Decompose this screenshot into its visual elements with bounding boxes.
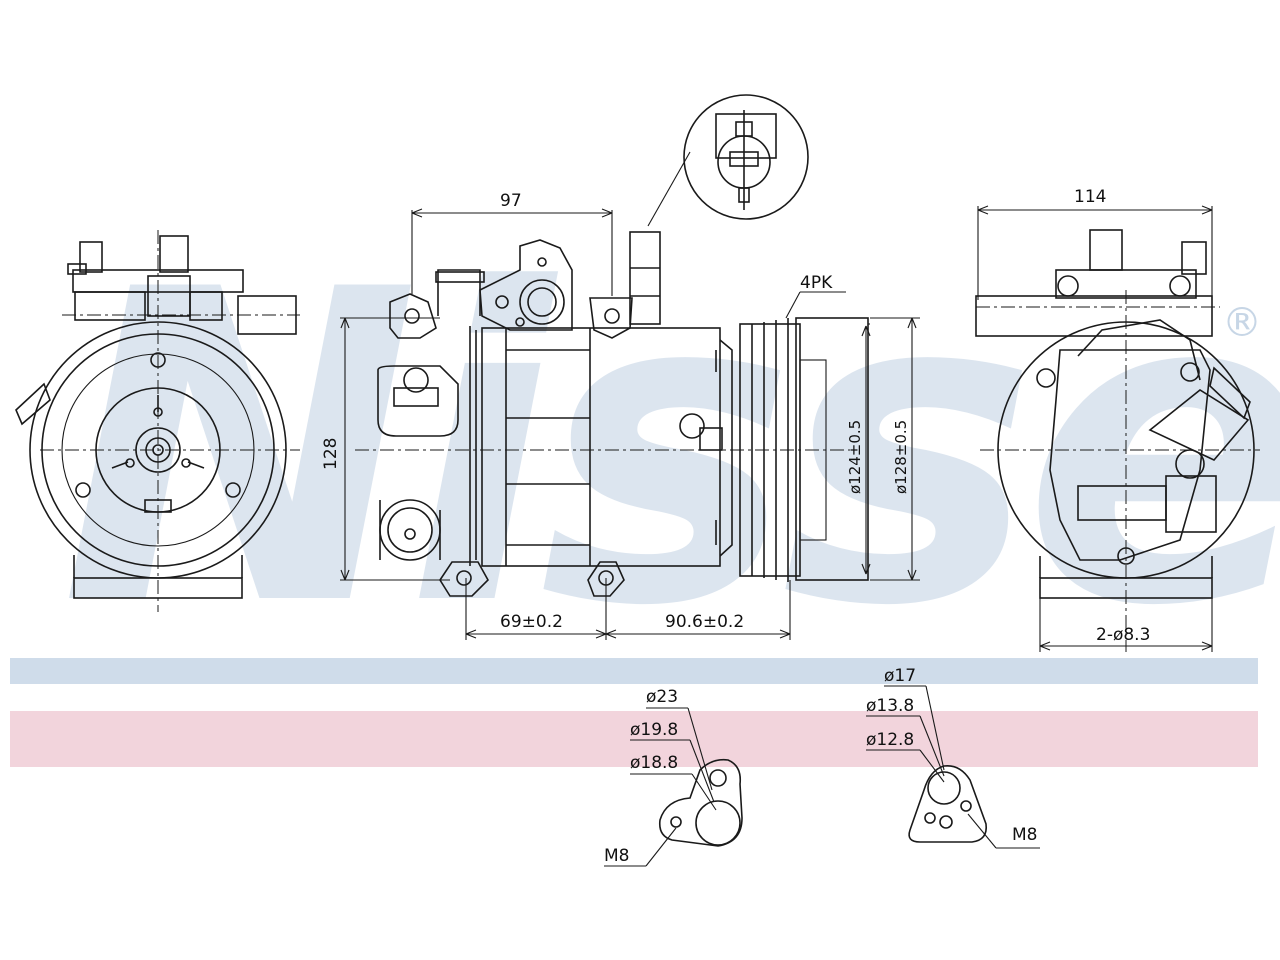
- belt-4pk: 4PK: [800, 273, 833, 293]
- rear-view-dimensions: 114 2-ø8.3: [977, 187, 1213, 652]
- brand-watermark: Nissens: [60, 200, 1280, 700]
- port-right-d1: ø17: [884, 666, 916, 686]
- dim-69: 69±0.2: [500, 612, 563, 632]
- watermark-band-pink: [10, 711, 1258, 767]
- dim-mount-holes: 2-ø8.3: [1096, 625, 1150, 645]
- dim-97: 97: [500, 191, 522, 211]
- port-detail-right: ø17 ø13.8 ø12.8 M8: [866, 666, 1040, 849]
- dim-128: 128: [321, 438, 341, 470]
- dim-114: 114: [1074, 187, 1106, 207]
- registered-mark: ®: [1222, 300, 1262, 346]
- dim-90-6: 90.6±0.2: [665, 612, 744, 632]
- port-left-d2: ø19.8: [630, 720, 678, 740]
- port-detail-left: ø23 ø19.8 ø18.8 M8: [604, 687, 743, 867]
- side-view: [355, 94, 869, 597]
- port-left-d3: ø18.8: [630, 753, 678, 773]
- dim-pulley-inner: ø124±0.5: [846, 420, 864, 494]
- rear-view: [975, 229, 1260, 652]
- port-right-d3: ø12.8: [866, 730, 914, 750]
- port-right-d2: ø13.8: [866, 696, 914, 716]
- port-right-thread: M8: [1012, 825, 1037, 845]
- side-view-dimensions: 97 128 69±0.2 90.6±0.2 ø124±0.5 ø128±0.5…: [321, 191, 920, 640]
- dim-pulley-outer: ø128±0.5: [892, 420, 910, 494]
- port-left-thread: M8: [604, 846, 629, 866]
- front-view: [15, 230, 300, 612]
- port-left-d1: ø23: [646, 687, 678, 707]
- watermark-band-blue: [10, 658, 1258, 684]
